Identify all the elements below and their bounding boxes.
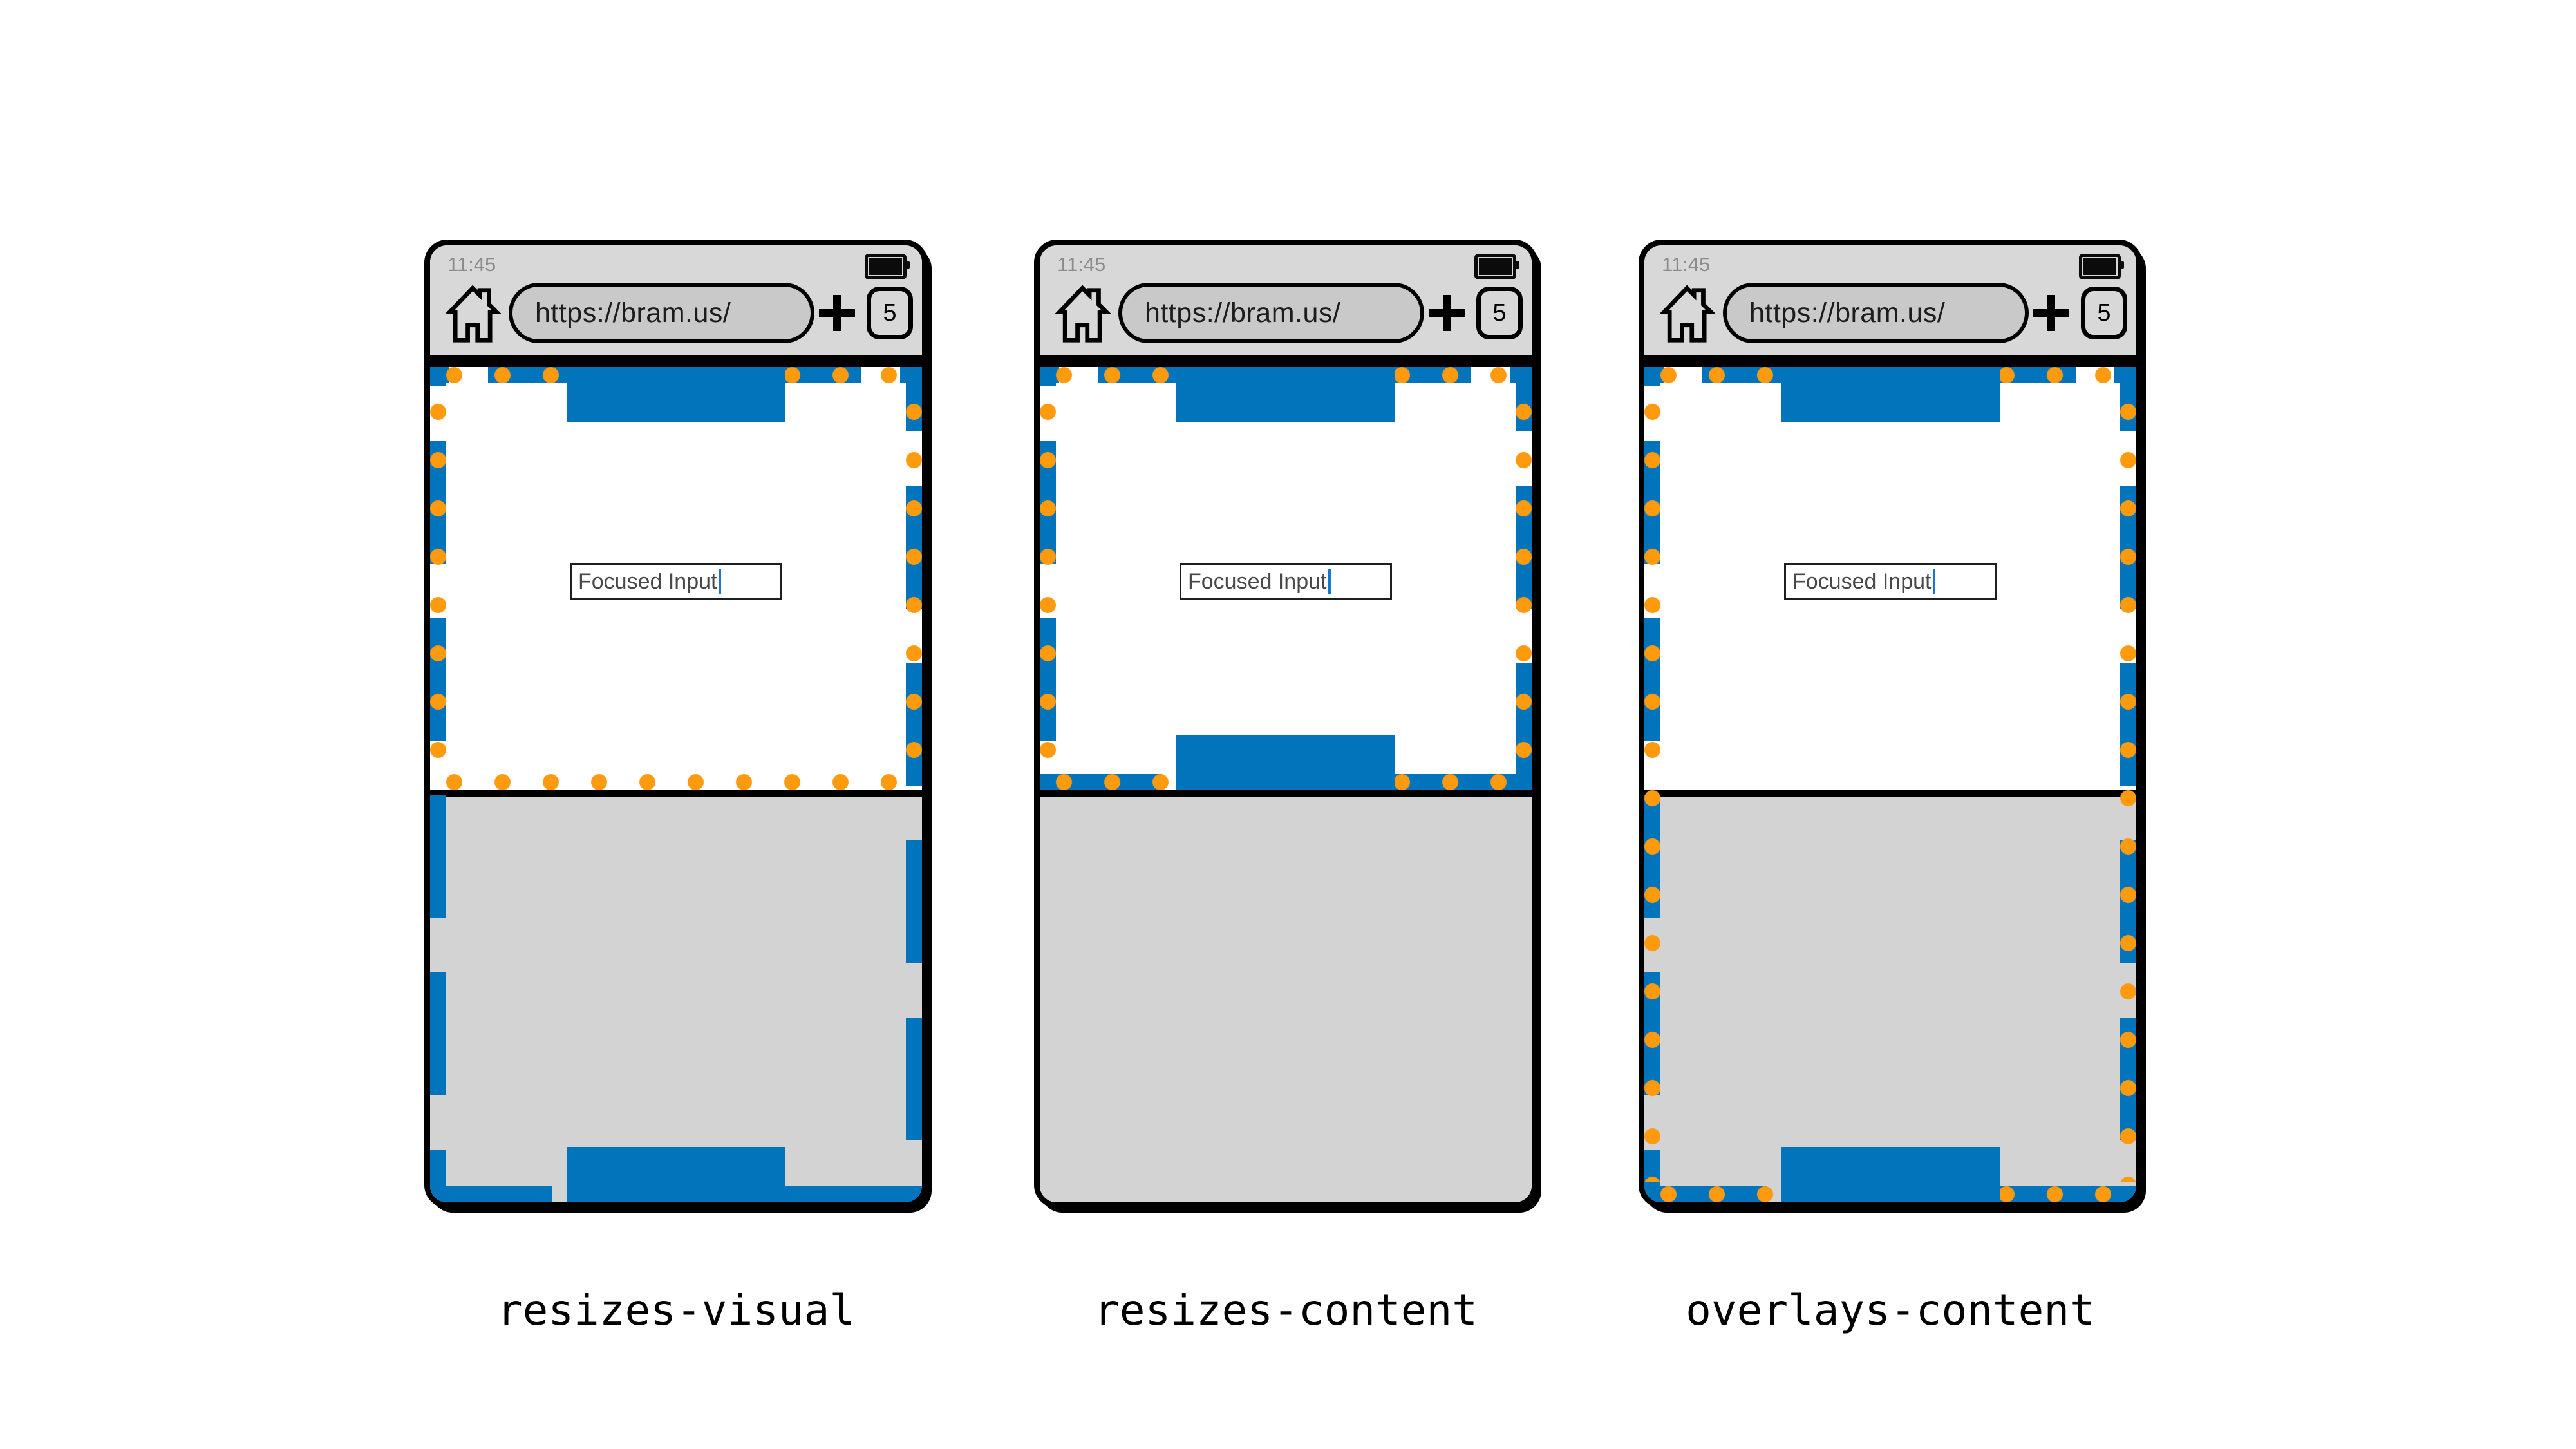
input-value: Focused Input <box>578 569 717 594</box>
toolbar-separator <box>430 355 922 367</box>
status-time: 11:45 <box>1662 253 1711 276</box>
input-value: Focused Input <box>1792 569 1932 594</box>
input-value: Focused Input <box>1188 569 1327 594</box>
virtual-keyboard <box>430 797 922 1202</box>
visual-dots-right <box>2120 388 2136 1182</box>
home-button[interactable] <box>1659 283 1716 345</box>
focused-input[interactable]: Focused Input <box>1784 563 1997 600</box>
text-caret-icon <box>1328 569 1331 594</box>
battery-icon <box>2079 254 2124 279</box>
home-icon <box>444 285 502 343</box>
url-text: https://bram.us/ <box>1749 297 1946 328</box>
browser-chrome: 11:45 https://bram.us/ 5 <box>1644 245 2136 355</box>
tab-count: 5 <box>883 299 897 327</box>
page-header-bar <box>1176 367 1395 422</box>
panel-label: overlays-content <box>1686 1285 2095 1335</box>
battery-fill <box>2083 258 2116 275</box>
panel-label: resizes-visual <box>496 1285 856 1335</box>
tab-counter-button[interactable]: 5 <box>2081 287 2127 339</box>
page-content: Focused Input <box>1040 367 1532 1202</box>
page-footer-bar <box>1781 1147 2000 1202</box>
visual-dots-left <box>1644 388 1660 1182</box>
status-time: 11:45 <box>447 253 496 276</box>
battery-fill <box>869 258 902 275</box>
battery-fill <box>1479 258 1512 275</box>
url-bar[interactable]: https://bram.us/ <box>1118 283 1424 343</box>
panel-label: resizes-content <box>1093 1285 1478 1335</box>
battery-nub <box>2120 261 2124 269</box>
page-content: Focused Input <box>430 367 922 1202</box>
status-time: 11:45 <box>1057 253 1106 276</box>
focused-input[interactable]: Focused Input <box>570 563 782 600</box>
page-footer-bar <box>1176 735 1395 790</box>
page-footer-bar <box>567 1147 785 1202</box>
tab-counter-button[interactable]: 5 <box>867 287 913 339</box>
visual-viewport-dots <box>1644 367 2136 1202</box>
phone-resizes-visual: 11:45 https://bram.us/ 5 <box>424 240 928 1208</box>
text-caret-icon <box>719 569 722 594</box>
battery-icon <box>1474 254 1519 279</box>
home-button[interactable] <box>444 283 502 345</box>
new-tab-button[interactable] <box>819 295 855 331</box>
virtual-keyboard <box>1644 797 2136 1202</box>
url-bar[interactable]: https://bram.us/ <box>1723 283 2029 343</box>
page-header-bar <box>567 367 785 422</box>
tab-counter-button[interactable]: 5 <box>1476 287 1523 339</box>
new-tab-button[interactable] <box>1429 295 1465 331</box>
toolbar-separator <box>1040 355 1532 367</box>
tab-count: 5 <box>1492 299 1507 327</box>
browser-chrome: 11:45 https://bram.us/ 5 <box>430 245 922 355</box>
browser-chrome: 11:45 https://bram.us/ 5 <box>1040 245 1532 355</box>
tab-count: 5 <box>2097 299 2111 327</box>
page-header-bar <box>1781 367 2000 422</box>
visual-dots-left <box>1040 388 1056 770</box>
text-caret-icon <box>1933 569 1936 594</box>
keyboard-divider <box>1644 790 2136 797</box>
toolbar-separator <box>1644 355 2136 367</box>
url-text: https://bram.us/ <box>535 297 731 328</box>
keyboard-divider <box>1040 790 1532 797</box>
phone-overlays-content: 11:45 https://bram.us/ 5 <box>1639 240 2142 1208</box>
home-icon <box>1054 285 1112 343</box>
battery-icon <box>865 254 910 279</box>
new-tab-button[interactable] <box>2033 295 2069 331</box>
battery-nub <box>1516 261 1519 269</box>
visual-dots-bottom <box>430 774 922 790</box>
visual-dots-left <box>430 388 446 770</box>
keyboard-divider <box>430 790 922 797</box>
focused-input[interactable]: Focused Input <box>1180 563 1392 600</box>
visual-dots-right <box>1516 388 1532 770</box>
url-text: https://bram.us/ <box>1145 297 1341 328</box>
page-content: Focused Input <box>1644 367 2136 1202</box>
battery-nub <box>906 261 910 269</box>
phone-resizes-content: 11:45 https://bram.us/ 5 <box>1034 240 1537 1208</box>
visual-dots-right <box>906 388 922 770</box>
home-button[interactable] <box>1054 283 1112 345</box>
virtual-keyboard <box>1040 797 1532 1202</box>
url-bar[interactable]: https://bram.us/ <box>509 283 814 343</box>
home-icon <box>1659 285 1716 343</box>
